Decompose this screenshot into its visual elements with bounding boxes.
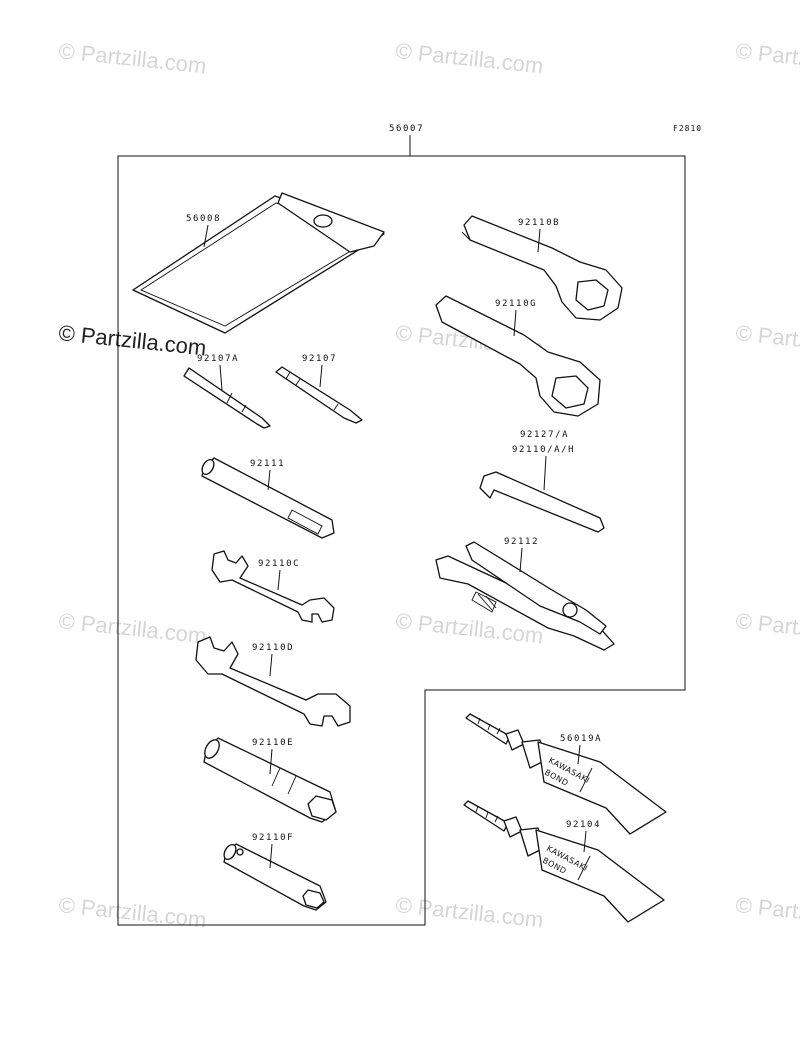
leader-92110g xyxy=(513,309,517,337)
label-56019a: 56019A xyxy=(560,734,602,744)
open-wrench-c xyxy=(211,550,335,623)
ring-wrench-g xyxy=(435,295,601,417)
leader-hex-key xyxy=(543,455,547,491)
label-92110d: 92110D xyxy=(252,643,294,653)
watermark: © Partzilla.com xyxy=(734,38,800,78)
leader-92104 xyxy=(583,830,587,853)
pliers xyxy=(435,541,615,651)
open-wrench-d xyxy=(195,636,351,727)
kit-boundary xyxy=(117,155,686,926)
leader-92110e xyxy=(269,748,273,775)
watermark: © Partzilla.com xyxy=(57,892,207,932)
label-92110f: 92110F xyxy=(252,833,294,843)
label-92127a: 92127/A xyxy=(520,430,569,440)
watermark-dark: © Partzilla.com xyxy=(57,320,207,360)
bond-tube-b: KAWASAKI BOND xyxy=(463,800,665,923)
box-spanner-e xyxy=(203,737,337,823)
watermark: © Partzilla.com xyxy=(734,608,800,648)
watermark: © Partzilla.com xyxy=(57,608,207,648)
figure-id: F2810 xyxy=(673,124,702,133)
hex-key xyxy=(479,471,605,533)
handle-bar xyxy=(201,457,335,539)
label-92110b: 92110B xyxy=(518,218,560,228)
screwdriver xyxy=(275,366,363,424)
leader-92112 xyxy=(519,547,523,573)
label-56008: 56008 xyxy=(186,214,221,224)
label-92104: 92104 xyxy=(566,820,601,830)
watermarks: © Partzilla.com © Partzilla.com © Partzi… xyxy=(57,38,800,932)
leader-92107a xyxy=(219,364,223,391)
label-92110c: 92110C xyxy=(258,559,300,569)
bond-tube-a: KAWASAKI BOND xyxy=(465,713,667,835)
ring-wrench-b xyxy=(461,215,623,321)
leader-92110f xyxy=(269,843,273,869)
watermark: © Partzilla.com xyxy=(734,892,800,932)
label-92107a: 92107A xyxy=(197,354,239,364)
tool-pouch xyxy=(132,192,385,334)
leader-92110c xyxy=(277,569,281,591)
label-92110ah: 92110/A/H xyxy=(512,445,575,455)
label-92110g: 92110G xyxy=(495,299,537,309)
watermark: © Partzilla.com xyxy=(394,38,544,78)
watermark: © Partzilla.com xyxy=(734,320,800,360)
label-92107: 92107 xyxy=(302,354,337,364)
watermark: © Partzilla.com xyxy=(57,38,207,78)
box-spanner-f xyxy=(223,843,327,911)
label-92110e: 92110E xyxy=(252,738,294,748)
watermark: © Partzilla.com xyxy=(394,892,544,932)
leader-56019a xyxy=(577,744,581,765)
label-92112: 92112 xyxy=(504,537,539,547)
leader-92111 xyxy=(267,469,271,491)
screwdriver-a xyxy=(183,367,271,429)
label-56007: 56007 xyxy=(389,124,424,134)
leader-92107 xyxy=(319,364,323,388)
leader-56008 xyxy=(203,224,209,248)
label-92111: 92111 xyxy=(250,459,285,469)
leader-92110b xyxy=(537,228,541,253)
leader-92110d xyxy=(269,653,273,677)
